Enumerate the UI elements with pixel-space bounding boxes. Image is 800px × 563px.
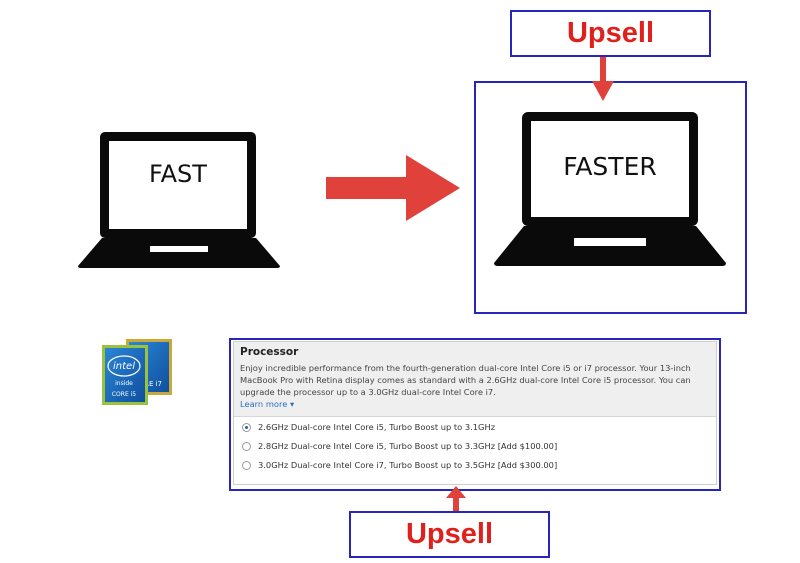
processor-highlight-frame (229, 338, 721, 491)
upsell-callout-top: Upsell (510, 10, 711, 57)
processor-panel: Processor Enjoy incredible performance f… (233, 341, 717, 485)
processor-option-1[interactable]: 2.6GHz Dual-core Intel Core i5, Turbo Bo… (242, 422, 495, 432)
learn-more-link[interactable]: Learn more ▾ (240, 399, 295, 409)
processor-option-3[interactable]: 3.0GHz Dual-core Intel Core i7, Turbo Bo… (242, 460, 557, 470)
laptop-faster-label: FASTER (563, 152, 657, 181)
processor-option-label: 3.0GHz Dual-core Intel Core i7, Turbo Bo… (258, 460, 558, 470)
laptop-fast-label: FAST (149, 160, 207, 188)
intel-core-i5-badge: intel inside CORE i5 (102, 345, 148, 405)
svg-text:CORE i5: CORE i5 (112, 391, 136, 398)
upsell-label-top: Upsell (566, 17, 655, 49)
svg-text:intel: intel (113, 361, 135, 372)
svg-text:inside: inside (115, 380, 133, 387)
processor-option-label: 2.8GHz Dual-core Intel Core i5, Turbo Bo… (258, 441, 558, 451)
radio-icon[interactable] (242, 441, 251, 451)
right-arrow-icon (326, 155, 460, 221)
upsell-label-bottom: Upsell (405, 518, 494, 550)
upsell-callout-bottom: Upsell (349, 511, 550, 558)
laptop-fast-icon (78, 132, 280, 268)
processor-description: Enjoy incredible performance from the fo… (240, 363, 691, 397)
intel-core-badges: CORE i7 intel inside CORE i5 (102, 339, 172, 405)
up-arrow-icon (446, 486, 466, 512)
laptop-faster-icon (494, 112, 726, 266)
radio-selected-icon[interactable] (242, 422, 251, 432)
processor-option-label: 2.6GHz Dual-core Intel Core i5, Turbo Bo… (258, 422, 496, 432)
down-arrow-icon (592, 57, 614, 101)
radio-icon[interactable] (242, 460, 251, 470)
processor-option-2[interactable]: 2.8GHz Dual-core Intel Core i5, Turbo Bo… (242, 441, 557, 451)
processor-title: Processor (240, 346, 299, 358)
